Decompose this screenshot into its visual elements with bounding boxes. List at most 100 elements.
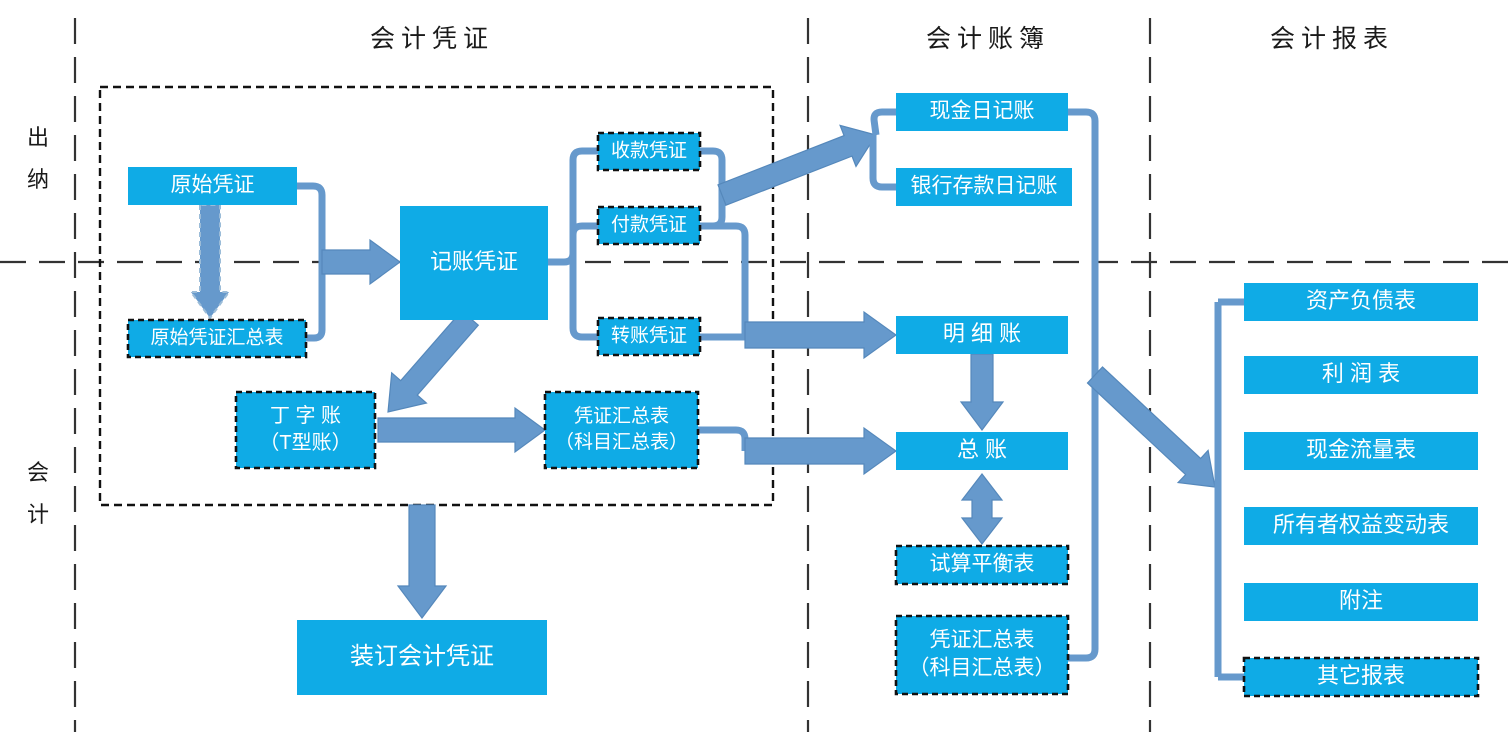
node-box-voucher-summary-left xyxy=(543,390,700,470)
arrow-vouchers-to-subsidiary xyxy=(744,310,898,360)
arrow-accounting-to-t-account xyxy=(387,309,480,413)
connector-vouchers-down-to-subsidiary xyxy=(700,222,749,335)
node-label-voucher-summary-left: （科目汇总表） xyxy=(555,431,688,453)
node-label-general-ledger: 总 账 xyxy=(957,437,1007,462)
connector-to-bank-journal-line xyxy=(869,135,896,191)
node-label-income-statement: 利 润 表 xyxy=(1322,361,1400,386)
node-label-original-voucher: 原始凭证 xyxy=(171,174,255,197)
node-cash-journal[interactable]: 现金日记账 xyxy=(896,93,1068,131)
node-label-other-statements: 其它报表 xyxy=(1317,663,1405,688)
node-original-voucher[interactable]: 原始凭证 xyxy=(128,167,297,205)
node-voucher-summary-left[interactable]: 凭证汇总表（科目汇总表） xyxy=(543,390,700,470)
connector-summary-to-general-line xyxy=(698,426,749,451)
node-box-subsidiary-ledger xyxy=(896,316,1068,354)
node-label-notes: 附注 xyxy=(1339,588,1383,613)
column-header-books: 会计账簿 xyxy=(926,25,1050,53)
node-box-voucher-summary-books xyxy=(894,614,1070,696)
node-subsidiary-ledger[interactable]: 明 细 账 xyxy=(896,316,1068,354)
connector-vouchers-down-to-subsidiary-line xyxy=(700,222,749,335)
node-payment-voucher[interactable]: 付款凭证 xyxy=(596,205,702,246)
node-box-accounting-voucher xyxy=(400,206,548,320)
node-income-statement[interactable]: 利 润 表 xyxy=(1244,356,1478,394)
arrow-general-trial-balance xyxy=(960,473,1004,545)
node-accounting-voucher[interactable]: 记账凭证 xyxy=(400,206,548,320)
node-label-subsidiary-ledger: 明 细 账 xyxy=(943,321,1021,346)
node-bind-vouchers[interactable]: 装订会计凭证 xyxy=(297,620,547,695)
node-cash-flow-statement[interactable]: 现金流量表 xyxy=(1244,432,1478,470)
node-label-balance-sheet: 资产负债表 xyxy=(1306,288,1416,313)
node-label-transfer-voucher: 转账凭证 xyxy=(611,325,687,347)
lane-label-accountant: 计 xyxy=(27,502,49,527)
arrow-original-to-summary xyxy=(189,204,231,320)
node-receipt-voucher[interactable]: 收款凭证 xyxy=(596,131,702,172)
connector-accounting-to-receipt-line xyxy=(548,147,598,266)
connector-to-cash-journal xyxy=(870,108,896,136)
node-box-cash-journal xyxy=(896,93,1068,131)
node-label-t-account: 丁 字 账 xyxy=(270,404,341,427)
node-trial-balance[interactable]: 试算平衡表 xyxy=(894,544,1070,586)
node-label-voucher-summary-books: （科目汇总表） xyxy=(909,657,1056,680)
node-box-bind-vouchers xyxy=(297,620,547,695)
node-label-equity-change-statement: 所有者权益变动表 xyxy=(1273,512,1449,537)
node-box-original-voucher-summary xyxy=(126,318,308,359)
lane-label-cashier: 出 xyxy=(27,125,49,150)
node-box-transfer-voucher xyxy=(596,316,702,357)
node-box-other-statements xyxy=(1242,656,1480,698)
node-general-ledger[interactable]: 总 账 xyxy=(896,432,1068,470)
connector-summary-to-general xyxy=(698,426,749,451)
node-label-accounting-voucher: 记账凭证 xyxy=(430,249,518,274)
node-box-payment-voucher xyxy=(596,205,702,246)
node-box-receipt-voucher xyxy=(596,131,702,172)
node-bank-deposit-journal[interactable]: 银行存款日记账 xyxy=(896,168,1072,206)
node-label-cash-journal: 现金日记账 xyxy=(930,100,1035,123)
node-box-t-account xyxy=(234,390,377,470)
arrow-books-to-reports xyxy=(1086,366,1216,488)
arrow-t-account-to-summary xyxy=(377,406,547,454)
node-label-trial-balance: 试算平衡表 xyxy=(930,553,1035,576)
node-box-bank-deposit-journal xyxy=(896,168,1072,206)
arrow-originals-to-accounting xyxy=(321,238,402,286)
node-label-t-account: （T型账） xyxy=(259,431,351,454)
lane-label-accountant: 会 xyxy=(27,460,49,485)
connector-accounting-to-transfer xyxy=(569,262,598,341)
connector-accounting-to-payment xyxy=(569,222,598,262)
node-box-trial-balance xyxy=(894,544,1070,586)
connector-to-bank-journal xyxy=(869,135,896,191)
node-box-original-voucher xyxy=(128,167,297,205)
connector-accounting-to-payment-line xyxy=(569,222,598,262)
connector-to-cash-journal-line xyxy=(870,108,896,136)
node-original-voucher-summary[interactable]: 原始凭证汇总表 xyxy=(126,318,308,359)
node-label-bank-deposit-journal: 银行存款日记账 xyxy=(911,175,1058,198)
node-box-cash-flow-statement xyxy=(1244,432,1478,470)
node-label-cash-flow-statement: 现金流量表 xyxy=(1306,437,1416,462)
node-label-receipt-voucher: 收款凭证 xyxy=(611,140,687,162)
node-label-payment-voucher: 付款凭证 xyxy=(611,214,687,236)
arrow-cash-vouchers-to-journals xyxy=(717,124,877,206)
node-box-income-statement xyxy=(1244,356,1478,394)
column-header-reports: 会计报表 xyxy=(1270,25,1394,53)
node-other-statements[interactable]: 其它报表 xyxy=(1242,656,1480,698)
node-voucher-summary-books[interactable]: 凭证汇总表 （科目汇总表） xyxy=(894,614,1070,696)
node-equity-change-statement[interactable]: 所有者权益变动表 xyxy=(1244,507,1478,545)
arrow-subsidiary-to-general xyxy=(959,353,1005,431)
node-t-account[interactable]: 丁 字 账 （T型账） xyxy=(234,390,377,470)
node-box-balance-sheet xyxy=(1244,283,1478,321)
node-label-bind-vouchers: 装订会计凭证 xyxy=(350,643,494,670)
connector-cash-vouchers-collector-line xyxy=(700,147,726,230)
arrow-group-to-bind xyxy=(396,504,448,619)
node-balance-sheet[interactable]: 资产负债表 xyxy=(1244,283,1478,321)
lane-label-cashier: 纳 xyxy=(27,167,49,192)
node-label-voucher-summary-books: 凭证汇总表 xyxy=(930,629,1035,652)
node-label-original-voucher-summary: 原始凭证汇总表 xyxy=(150,327,283,349)
node-box-notes xyxy=(1244,583,1478,621)
arrow-summary-to-general xyxy=(744,426,898,476)
connector-cash-vouchers-collector xyxy=(700,147,726,230)
node-box-equity-change-statement xyxy=(1244,507,1478,545)
connector-accounting-to-receipt xyxy=(548,147,598,266)
connector-accounting-to-transfer-line xyxy=(569,262,598,341)
node-transfer-voucher[interactable]: 转账凭证 xyxy=(596,316,702,357)
column-header-vouchers: 会计凭证 xyxy=(370,25,494,53)
node-notes[interactable]: 附注 xyxy=(1244,583,1478,621)
